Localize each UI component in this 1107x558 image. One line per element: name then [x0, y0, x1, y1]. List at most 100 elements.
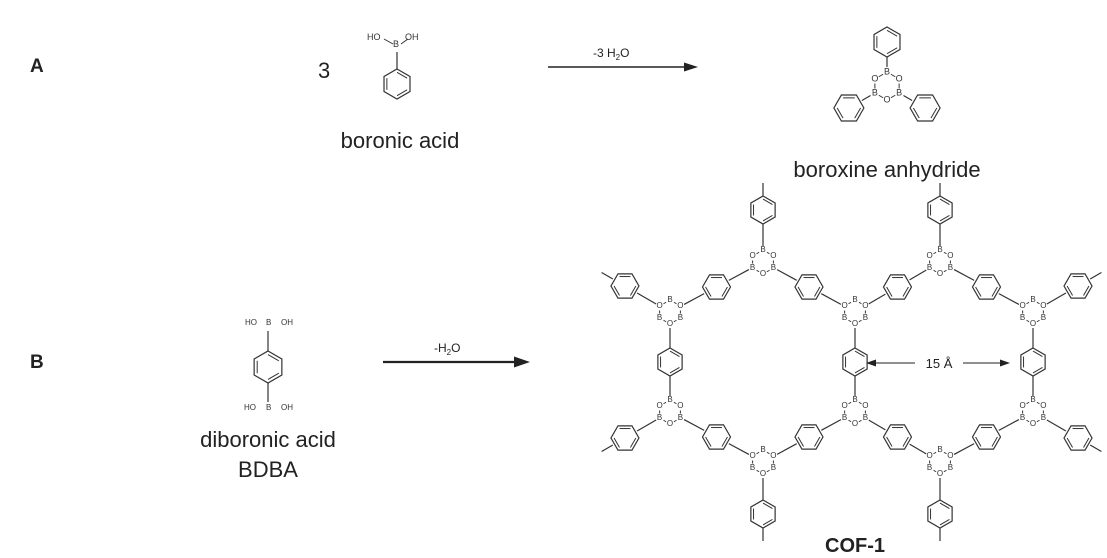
bond	[1083, 437, 1090, 448]
bond	[267, 354, 280, 362]
bond	[673, 401, 677, 405]
bond	[267, 372, 280, 380]
bond	[1083, 285, 1090, 296]
boron-atom: B	[937, 445, 942, 454]
bond	[1026, 419, 1030, 423]
bdba-boron-top: B	[266, 318, 271, 327]
bond	[909, 443, 927, 455]
boron-atom: B	[896, 87, 902, 97]
oxygen-atom: O	[937, 269, 943, 278]
boron-atom: B	[678, 313, 683, 322]
bond	[683, 293, 705, 305]
bond	[1089, 271, 1102, 280]
bond	[943, 451, 947, 455]
oxygen-atom: O	[770, 251, 776, 260]
bond	[1046, 292, 1067, 305]
bond	[669, 367, 680, 374]
hydroxyl-right: OH	[405, 32, 419, 42]
oxygen-atom: O	[841, 301, 847, 310]
bond	[776, 269, 797, 281]
bond	[943, 251, 947, 255]
cof-1-label: COF-1	[825, 535, 885, 557]
boron-atom: B	[872, 87, 878, 97]
bond	[1036, 319, 1040, 323]
boron-atom: B	[842, 413, 847, 422]
benzene-ring	[701, 424, 732, 450]
bond	[673, 301, 677, 305]
bond	[601, 444, 614, 453]
benzene-ring	[927, 195, 953, 225]
oxygen-atom: O	[947, 451, 953, 460]
boron-atom: B	[1030, 295, 1035, 304]
boron-atom: B	[1030, 395, 1035, 404]
bond	[1066, 285, 1074, 296]
boron-atom: B	[1020, 313, 1025, 322]
bond	[933, 269, 937, 273]
bond	[669, 350, 680, 357]
bond	[902, 436, 909, 447]
bond	[814, 286, 821, 297]
boron-atom: B	[948, 263, 953, 272]
benzene-ring	[794, 424, 824, 450]
bond	[762, 502, 773, 509]
bond	[1089, 444, 1102, 453]
bond	[663, 419, 667, 423]
boron-atom: B	[852, 395, 857, 404]
bond	[886, 47, 898, 55]
benzene-ring	[882, 424, 913, 450]
oxygen-atom: O	[1019, 301, 1025, 310]
benzene-ring	[833, 94, 865, 122]
bond	[821, 293, 842, 305]
oxygen-atom: O	[871, 73, 878, 83]
boron-atom: B	[927, 263, 932, 272]
bond	[868, 293, 886, 305]
boron-atom: B	[678, 413, 683, 422]
bond	[673, 319, 677, 323]
benzene-ring	[971, 274, 1002, 300]
bond	[383, 38, 394, 45]
bond	[848, 419, 852, 423]
bond	[909, 269, 927, 281]
bond	[663, 401, 667, 405]
benzene-ring	[842, 347, 868, 377]
boron-atom: B	[760, 245, 765, 254]
bond	[1046, 419, 1067, 432]
benzene-ring	[927, 499, 953, 529]
oxygen-atom: O	[760, 269, 766, 278]
bond	[858, 401, 862, 405]
boron-atom: B	[667, 395, 672, 404]
boron-atom: B	[667, 295, 672, 304]
bond	[890, 94, 896, 99]
oxygen-atom: O	[656, 401, 662, 410]
hydroxyl-left: HO	[367, 32, 381, 42]
benzene-ring	[610, 425, 640, 451]
benzene-ring	[1063, 425, 1093, 451]
benzene-ring	[383, 68, 411, 100]
bond	[868, 419, 886, 431]
bond	[629, 285, 637, 296]
bdba-hydroxyl-bottom-left: HO	[244, 403, 256, 412]
bond	[933, 469, 937, 473]
panel-b-label: B	[30, 352, 44, 373]
bond	[396, 89, 408, 97]
bond	[943, 469, 947, 473]
bond	[721, 286, 728, 297]
stoichiometric-coefficient: 3	[318, 58, 330, 83]
bond	[396, 71, 408, 79]
bond	[1036, 401, 1040, 405]
boron-atom: B	[842, 313, 847, 322]
bond	[933, 251, 937, 255]
bond	[756, 451, 760, 455]
boron-atom: B	[863, 313, 868, 322]
boron-atom: B	[657, 313, 662, 322]
bdba-boron-bottom: B	[266, 403, 271, 412]
oxygen-atom: O	[760, 469, 766, 478]
bond	[728, 269, 750, 281]
oxygen-atom: O	[947, 251, 953, 260]
reaction-arrow-a: -3 H2O	[548, 46, 698, 72]
oxygen-atom: O	[677, 401, 683, 410]
bond	[854, 107, 862, 119]
bond	[939, 502, 950, 509]
bond	[756, 269, 760, 273]
